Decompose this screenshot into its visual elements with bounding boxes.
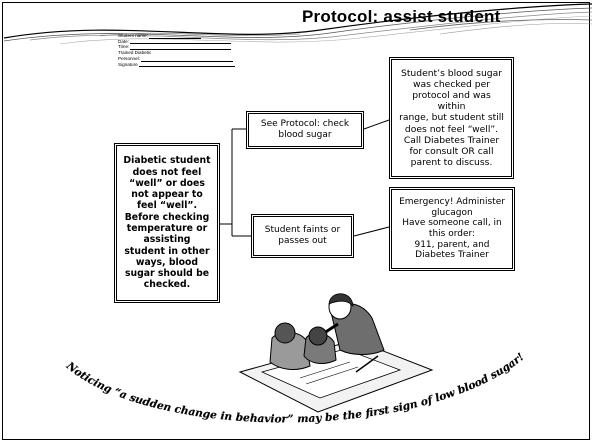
form-field-date: Date:	[118, 39, 235, 45]
form-field-trained-diabetic: Trained Diabetic	[118, 50, 152, 56]
form-fields: Student name: Date: Time: Trained Diabet…	[118, 33, 235, 68]
form-field-personnel: Personnel:	[118, 56, 235, 62]
slide-border	[2, 2, 590, 440]
blood-sugar-in-range-box: Student’s blood sugar was checked per pr…	[389, 57, 514, 179]
caption-text: Noticing “a sudden change in behavior” m…	[63, 351, 527, 426]
page-title: Protocol: assist student	[302, 7, 501, 26]
form-field-signature: Signature	[118, 62, 235, 68]
form-field-student-name: Student name:	[118, 33, 235, 39]
emergency-box: Emergency! Administer glucagon Have some…	[389, 187, 515, 271]
svg-text:Noticing “a sudden change in b: Noticing “a sudden change in behavior” m…	[63, 351, 526, 426]
form-field-time: Time:	[118, 44, 235, 51]
main-condition-box: Diabetic student does not feel “well” or…	[114, 143, 220, 303]
header-swoosh-lines	[3, 3, 593, 45]
faints-box: Student faints or passes out	[251, 214, 354, 258]
check-blood-sugar-box: See Protocol: check blood sugar	[246, 111, 364, 149]
